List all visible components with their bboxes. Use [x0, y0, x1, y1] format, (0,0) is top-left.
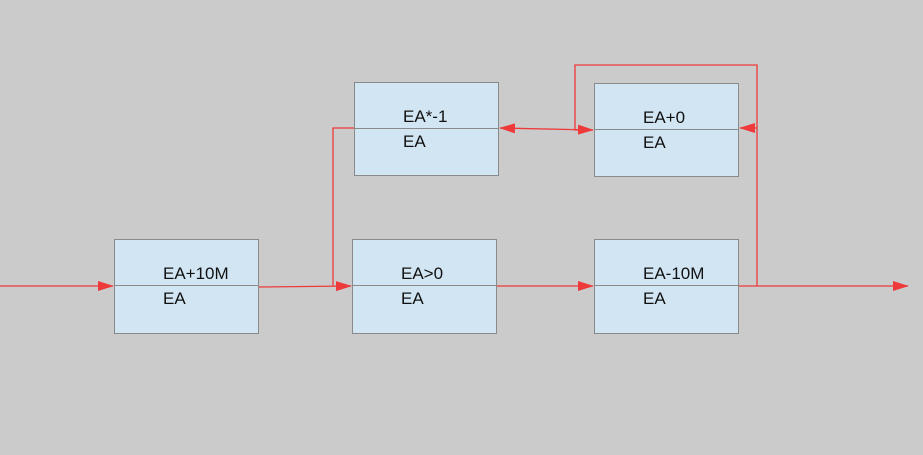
node-divider	[353, 285, 496, 286]
node-divider	[595, 285, 738, 286]
node-ea-gt-0[interactable]: EA>0 EA	[352, 239, 497, 334]
node-divider	[595, 129, 738, 130]
node-ea-plus-0[interactable]: EA+0 EA	[594, 83, 739, 177]
node-expression: EA>0	[401, 264, 444, 283]
node-expression: EA+10M	[163, 264, 229, 283]
node-ea-times-neg1[interactable]: EA*-1 EA	[354, 82, 499, 176]
wire-feedback-right	[739, 123, 758, 286]
node-divider	[115, 285, 258, 286]
node-expression: EA*-1	[403, 107, 448, 126]
node-divider	[355, 128, 498, 129]
wire-top-loop	[574, 64, 758, 131]
node-expression: EA+0	[643, 108, 686, 127]
node-output-label: EA	[401, 289, 424, 308]
node-expression: EA-10M	[643, 264, 705, 283]
node-output-label: EA	[403, 132, 426, 151]
wire-eamul-to-junction	[332, 127, 354, 286]
node-ea-plus-10m[interactable]: EA+10M EA	[114, 239, 259, 334]
node-output-label: EA	[643, 133, 666, 152]
wire-ea10m-to-eagt0	[258, 281, 352, 292]
node-ea-minus-10m[interactable]: EA-10M EA	[594, 239, 739, 334]
node-output-label: EA	[643, 289, 666, 308]
node-output-label: EA	[163, 289, 186, 308]
